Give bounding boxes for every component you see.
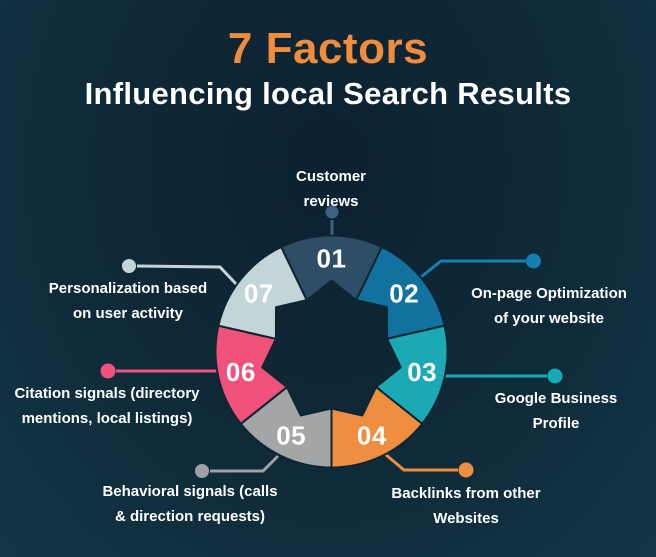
connector-line-07: [136, 264, 240, 288]
wheel-number-01: 01: [317, 244, 347, 274]
factor-label-05-line2: & direction requests): [114, 508, 266, 525]
wheel-number-06: 06: [226, 357, 256, 387]
title-accent-text: 7 Factors: [227, 24, 429, 73]
factor-label-06: Citation signals (directory mentions, lo…: [14, 381, 199, 431]
connector-dot-icon-01: [325, 205, 339, 219]
factor-label-01: Customer reviews: [296, 164, 366, 214]
wheel-number-02: 02: [389, 279, 419, 309]
connector-dot-icon-02: [526, 253, 541, 269]
factor-label-07-line1: Personalization based: [48, 280, 208, 297]
factor-label-03-line2: Profile: [532, 415, 580, 432]
factor-label-05: Behavioral signals (calls & direction re…: [102, 479, 277, 529]
connector-dot-icon-04: [458, 462, 474, 478]
factor-label-06-line2: mentions, local listings): [21, 410, 193, 427]
connector-line-04: [384, 452, 458, 472]
wheel-segment-07: [217, 245, 308, 340]
page-title: 7 Factors: [0, 24, 656, 74]
connector-dot-icon-03: [547, 368, 563, 384]
wheel-number-07: 07: [244, 279, 274, 309]
connector-line-05: [210, 454, 280, 473]
page-subtitle: Influencing local Search Results: [84, 76, 572, 111]
connector-dot-icon-06: [100, 363, 116, 379]
connector-line-02: [420, 259, 526, 279]
connector-dot-icon-05: [195, 464, 209, 478]
factor-label-04: Backlinks from other Websites: [391, 481, 540, 531]
factor-label-04-line1: Backlinks from other: [391, 485, 541, 502]
factor-label-01-line1: Customer: [295, 168, 367, 185]
factor-label-03-line1: Google Business: [494, 390, 618, 407]
wheel-number-04: 04: [357, 420, 387, 450]
factor-label-02: On-page Optimization of your website: [471, 281, 627, 331]
wheel-number-03: 03: [407, 357, 437, 387]
connector-dot-icon-07: [122, 259, 136, 273]
factor-label-06-line1: Citation signals (directory: [14, 385, 200, 402]
factor-label-05-line1: Behavioral signals (calls: [102, 483, 278, 500]
header: 7 Factors Influencing local Search Resul…: [0, 24, 656, 114]
factor-label-03: Google Business Profile: [495, 386, 618, 436]
factor-label-02-line1: On-page Optimization: [471, 285, 627, 302]
wheel-number-05: 05: [276, 420, 306, 450]
factor-label-04-line2: Websites: [433, 510, 499, 527]
factor-label-01-line2: reviews: [303, 193, 359, 210]
factor-label-02-line2: of your website: [493, 310, 605, 327]
factor-label-07: Personalization based on user activity: [49, 276, 207, 326]
factor-label-07-line2: on user activity: [72, 305, 184, 322]
